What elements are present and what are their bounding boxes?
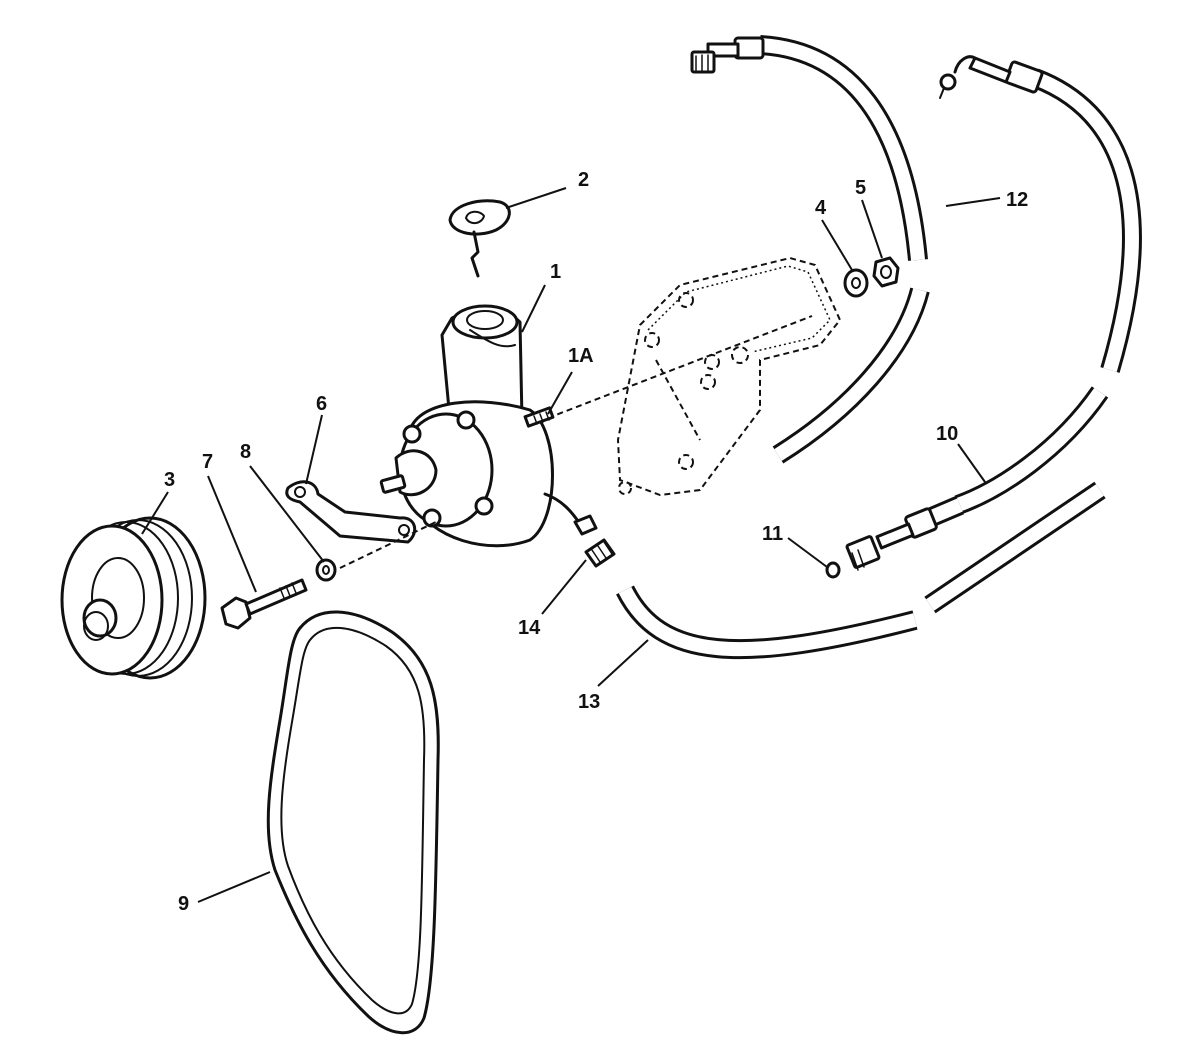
callout-1: 1 [550,261,561,283]
brace-centerline [339,519,441,569]
callout-4: 4 [815,197,827,219]
hose-12-return[interactable] [939,55,1142,515]
callout-12: 12 [1006,189,1028,211]
o-ring-11[interactable] [825,561,841,579]
power-steering-pump-1[interactable] [379,304,598,548]
leader-lines [141,187,1001,903]
reservoir-cap-2[interactable] [448,199,511,278]
stud-centerline [547,315,813,419]
callout-11: 11 [762,523,783,545]
callout-6: 6 [316,393,327,415]
callout-labels: 1 1A 2 3 4 5 6 7 8 9 10 11 12 13 14 [164,169,1028,915]
bolt-7[interactable] [220,578,308,630]
drive-belt-9[interactable] [266,610,440,1035]
callout-13: 13 [578,691,600,713]
hose-12[interactable] [690,35,930,464]
hose-10[interactable] [845,495,964,571]
hose-13[interactable] [616,481,1106,660]
callout-14: 14 [518,617,541,639]
nut-5[interactable] [872,256,900,288]
callout-1a: 1A [568,345,594,367]
callout-10: 10 [936,423,958,445]
callout-7: 7 [202,451,213,473]
brace-6[interactable] [285,480,417,544]
callout-8: 8 [240,441,251,463]
callout-3: 3 [164,469,175,491]
mounting-bracket [616,256,842,497]
lock-washer-8[interactable] [315,558,337,582]
washer-4[interactable] [843,268,869,298]
callout-2: 2 [578,169,589,191]
callout-5: 5 [855,177,866,199]
fitting-14[interactable] [584,538,616,568]
callout-9: 9 [178,893,189,915]
pulley-3[interactable] [60,516,207,680]
